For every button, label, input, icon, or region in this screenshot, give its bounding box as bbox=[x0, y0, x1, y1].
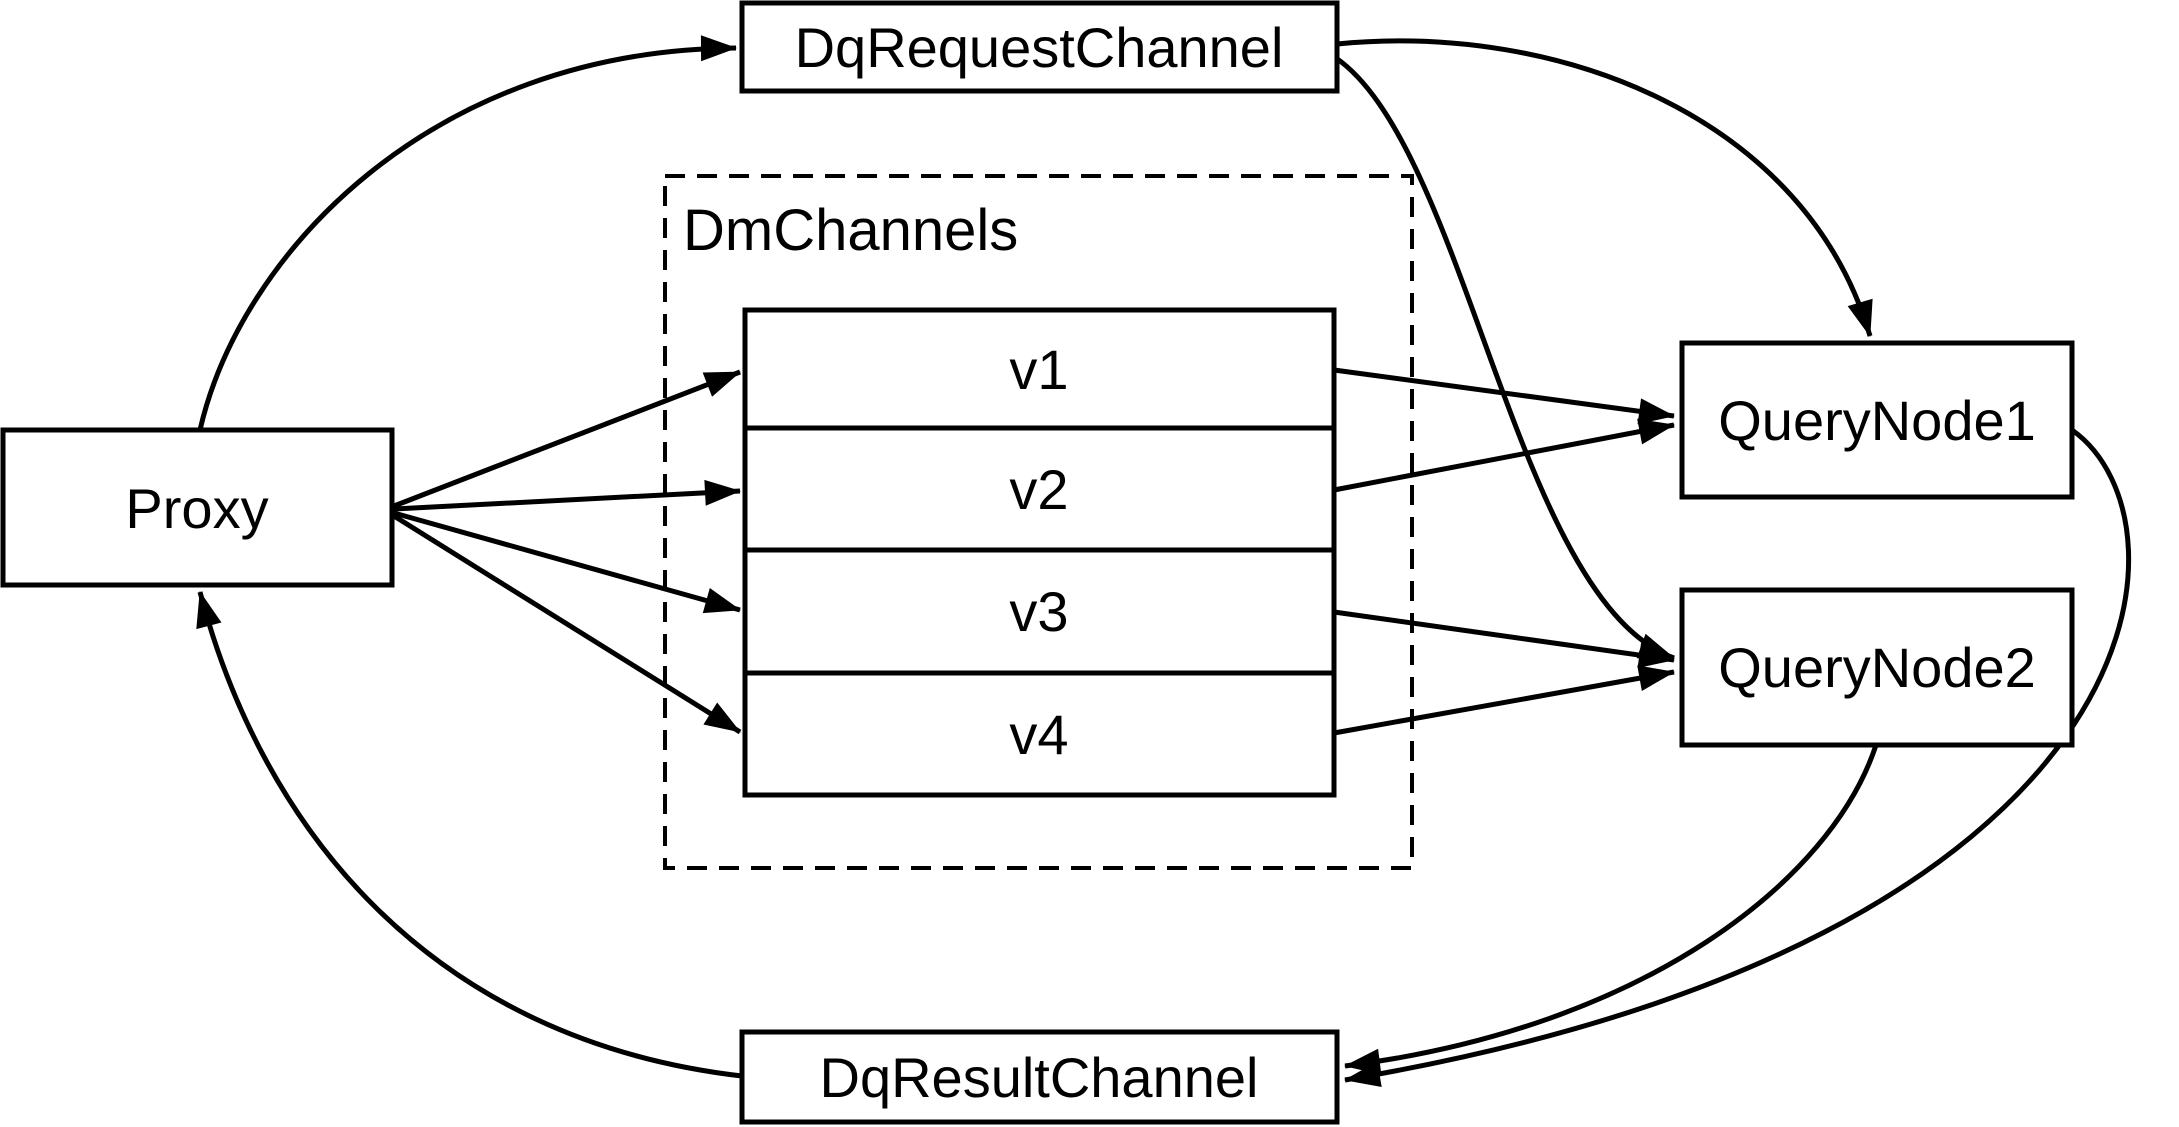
edge-dqresultchannel-to-proxy bbox=[196, 591, 743, 1079]
edge-proxy-to-v1 bbox=[393, 369, 741, 509]
channel-v4-label: v4 bbox=[1009, 703, 1068, 766]
channel-v3-label: v3 bbox=[1009, 580, 1068, 643]
query-node1-label: QueryNode1 bbox=[1718, 389, 2036, 452]
channel-v2-label: v2 bbox=[1009, 458, 1068, 521]
dq-request-channel-label: DqRequestChannel bbox=[795, 16, 1284, 79]
edge-proxy-to-v4 bbox=[392, 513, 742, 735]
edge-querynode2-to-dqresultchannel bbox=[1344, 744, 1879, 1075]
node-proxy: Proxy bbox=[0, 427, 395, 588]
proxy-box bbox=[0, 427, 395, 588]
edge-querynode1-to-dqresultchannel bbox=[1344, 427, 2132, 1087]
edge-proxy-to-v3 bbox=[393, 510, 741, 614]
channel-v1-label: v1 bbox=[1009, 338, 1068, 401]
query-node2-label: QueryNode2 bbox=[1718, 636, 2036, 699]
dq-result-channel-label: DqResultChannel bbox=[820, 1046, 1259, 1109]
query-node1-box bbox=[1679, 340, 2075, 500]
channel-v1-box bbox=[742, 307, 1337, 431]
dm-channels-group-label: DmChannels bbox=[683, 198, 1018, 263]
proxy-label: Proxy bbox=[125, 477, 268, 540]
channel-v4-box bbox=[742, 670, 1337, 798]
node-query-node2: QueryNode2 bbox=[1679, 587, 2075, 748]
query-node2-box bbox=[1679, 587, 2075, 748]
edge-proxy-to-dqrequestchannel bbox=[197, 35, 737, 431]
dq-result-channel-box bbox=[739, 1029, 1340, 1125]
channel-v3-box bbox=[742, 547, 1337, 676]
edge-v2-to-querynode1 bbox=[1333, 418, 1675, 493]
edges-layer bbox=[196, 35, 2132, 1087]
node-dq-request-channel: DqRequestChannel bbox=[739, 0, 1340, 94]
dm-channels-group-box bbox=[663, 174, 1414, 870]
edge-v3-to-querynode2 bbox=[1333, 609, 1675, 668]
node-query-node1: QueryNode1 bbox=[1679, 340, 2075, 500]
edge-dqrequestchannel-to-querynode1 bbox=[1336, 38, 1873, 337]
dm-channel-stack: v1 v2 v3 v4 bbox=[742, 307, 1337, 798]
edge-v1-to-querynode1 bbox=[1333, 367, 1675, 425]
node-dq-result-channel: DqResultChannel bbox=[739, 1029, 1340, 1125]
edge-dqrequestchannel-to-querynode2 bbox=[1334, 55, 1675, 661]
dq-request-channel-box bbox=[739, 0, 1340, 94]
edge-v4-to-querynode2 bbox=[1333, 665, 1675, 736]
dm-channels-group: DmChannels v1 v2 v3 v4 bbox=[663, 174, 1414, 870]
edge-proxy-to-v2 bbox=[393, 479, 741, 512]
